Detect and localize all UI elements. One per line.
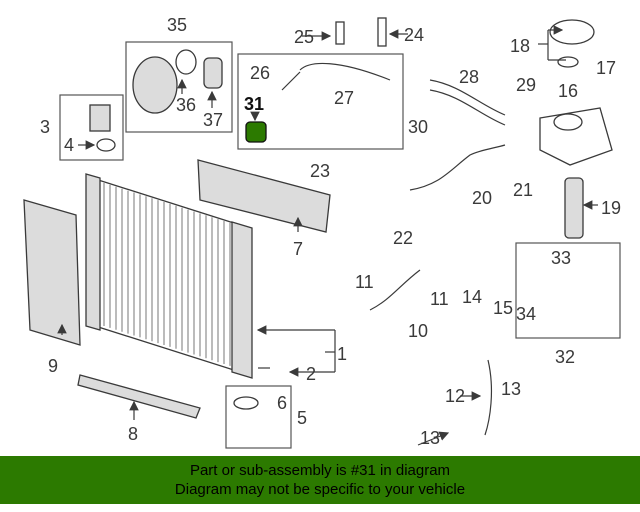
callout-23: 23 (310, 161, 330, 181)
callout-13a: 13 (501, 379, 521, 399)
thermostat-gasket (175, 49, 197, 75)
callout-4: 4 (64, 135, 74, 155)
callout-16: 16 (558, 81, 578, 101)
mount-insulator (233, 396, 259, 410)
callout-2: 2 (306, 364, 316, 384)
callout-25: 25 (294, 27, 314, 47)
callout-8: 8 (128, 424, 138, 444)
upper-radiator-hose (429, 79, 506, 126)
leader-lines (57, 25, 598, 446)
callout-36: 36 (176, 95, 196, 115)
lower-radiator-hose (409, 144, 506, 191)
callout-27: 27 (334, 88, 354, 108)
callout-7: 7 (293, 239, 303, 259)
bolt-24 (377, 17, 387, 47)
bypass-hose (299, 62, 391, 81)
callout-12: 12 (445, 386, 465, 406)
cap-seal (557, 56, 579, 68)
highlighted-part-31 (245, 121, 267, 143)
callout-31: 31 (244, 94, 264, 114)
callout-18: 18 (510, 36, 530, 56)
side-air-baffle (23, 199, 81, 346)
disclaimer-line: Diagram may not be specific to your vehi… (174, 481, 466, 498)
insulator (96, 138, 116, 152)
bolt-25 (335, 21, 345, 45)
callout-3: 3 (40, 117, 50, 137)
callout-15: 15 (493, 298, 513, 318)
callout-11a: 11 (355, 272, 374, 292)
hose-assembly-box (237, 53, 404, 150)
callout-17: 17 (596, 58, 616, 78)
pipe-assembly-box (515, 242, 621, 339)
callout-37: 37 (203, 110, 223, 130)
callout-35: 35 (167, 15, 187, 35)
part-info-banner: Part or sub-assembly is #31 in diagram D… (0, 456, 640, 504)
callout-11b: 11 (430, 289, 449, 309)
reservoir-cap (549, 19, 595, 45)
callout-28: 28 (459, 67, 479, 87)
callout-26: 26 (250, 63, 270, 83)
callout-labels: 1 2 3 4 5 6 7 8 9 10 11 11 12 13 13 14 1… (40, 15, 621, 448)
hose-10 (369, 269, 421, 311)
hose-fitting (281, 71, 301, 91)
callout-1: 1 (337, 344, 347, 364)
callout-24: 24 (404, 25, 424, 45)
callout-30: 30 (408, 117, 428, 137)
callout-13b: 13 (420, 428, 440, 448)
thermostat-box (125, 41, 233, 133)
coolant-sensor (564, 177, 584, 239)
callout-34: 34 (516, 304, 536, 324)
reservoir-neck (553, 113, 583, 131)
callout-22: 22 (393, 228, 413, 248)
parts-diagram: 1 2 3 4 5 6 7 8 9 10 11 11 12 13 13 14 1… (23, 15, 621, 449)
hose-12 (484, 359, 493, 436)
callout-5: 5 (297, 408, 307, 428)
bracket-box (59, 94, 124, 161)
callout-21: 21 (513, 180, 533, 200)
lower-air-baffle (77, 374, 201, 419)
thermostat-seal (203, 57, 223, 89)
mount-box (225, 385, 292, 449)
callout-6: 6 (277, 393, 287, 413)
radiator (85, 173, 253, 379)
callout-33: 33 (551, 248, 571, 268)
bracket (89, 104, 111, 132)
part-info-line: Part or sub-assembly is #31 in diagram (189, 462, 451, 479)
callout-10: 10 (408, 321, 428, 341)
callout-19: 19 (601, 198, 621, 218)
callout-20: 20 (472, 188, 492, 208)
thermostat-housing (132, 56, 178, 114)
callout-9: 9 (48, 356, 58, 376)
callout-14: 14 (462, 287, 482, 307)
callout-29: 29 (516, 75, 536, 95)
callout-32: 32 (555, 347, 575, 367)
upper-air-deflector (197, 159, 331, 233)
